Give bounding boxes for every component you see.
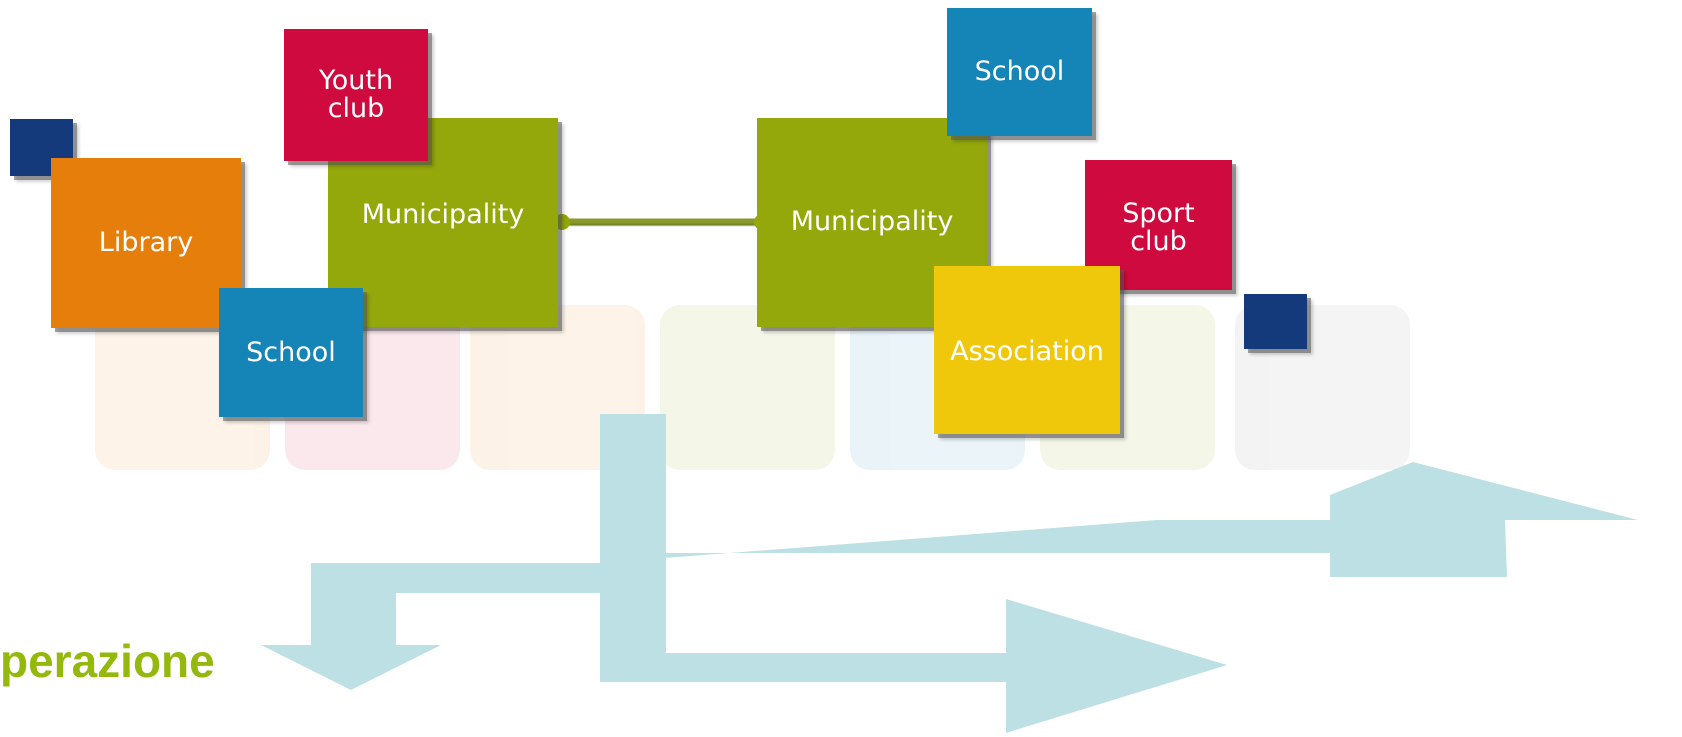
caption-text: perazione xyxy=(0,635,215,687)
association-tile: Association xyxy=(934,266,1120,434)
municipality-tile-left: Municipality xyxy=(328,118,558,327)
school-tile-left: School xyxy=(219,288,363,417)
arrow-down-left xyxy=(261,563,600,690)
school-label-right: School xyxy=(974,56,1065,87)
library-label: Library xyxy=(98,227,194,258)
arrow-up-right xyxy=(600,462,1638,578)
sport-club-label: Sport club xyxy=(1122,198,1195,257)
youth-club-label: Youth club xyxy=(318,65,394,124)
association-label: Association xyxy=(950,336,1104,367)
school-label-left: School xyxy=(246,336,336,368)
sport-club-tile: Sport club xyxy=(1085,160,1232,290)
youth-club-tile: Youth club xyxy=(284,29,428,161)
square-right xyxy=(1244,294,1307,349)
library-tile: Library xyxy=(51,158,241,328)
municipality-label-left: Municipality xyxy=(361,199,525,230)
school-tile-right: School xyxy=(947,8,1092,136)
municipality-label-right: Municipality xyxy=(790,206,954,237)
arrow-right xyxy=(600,414,1227,733)
